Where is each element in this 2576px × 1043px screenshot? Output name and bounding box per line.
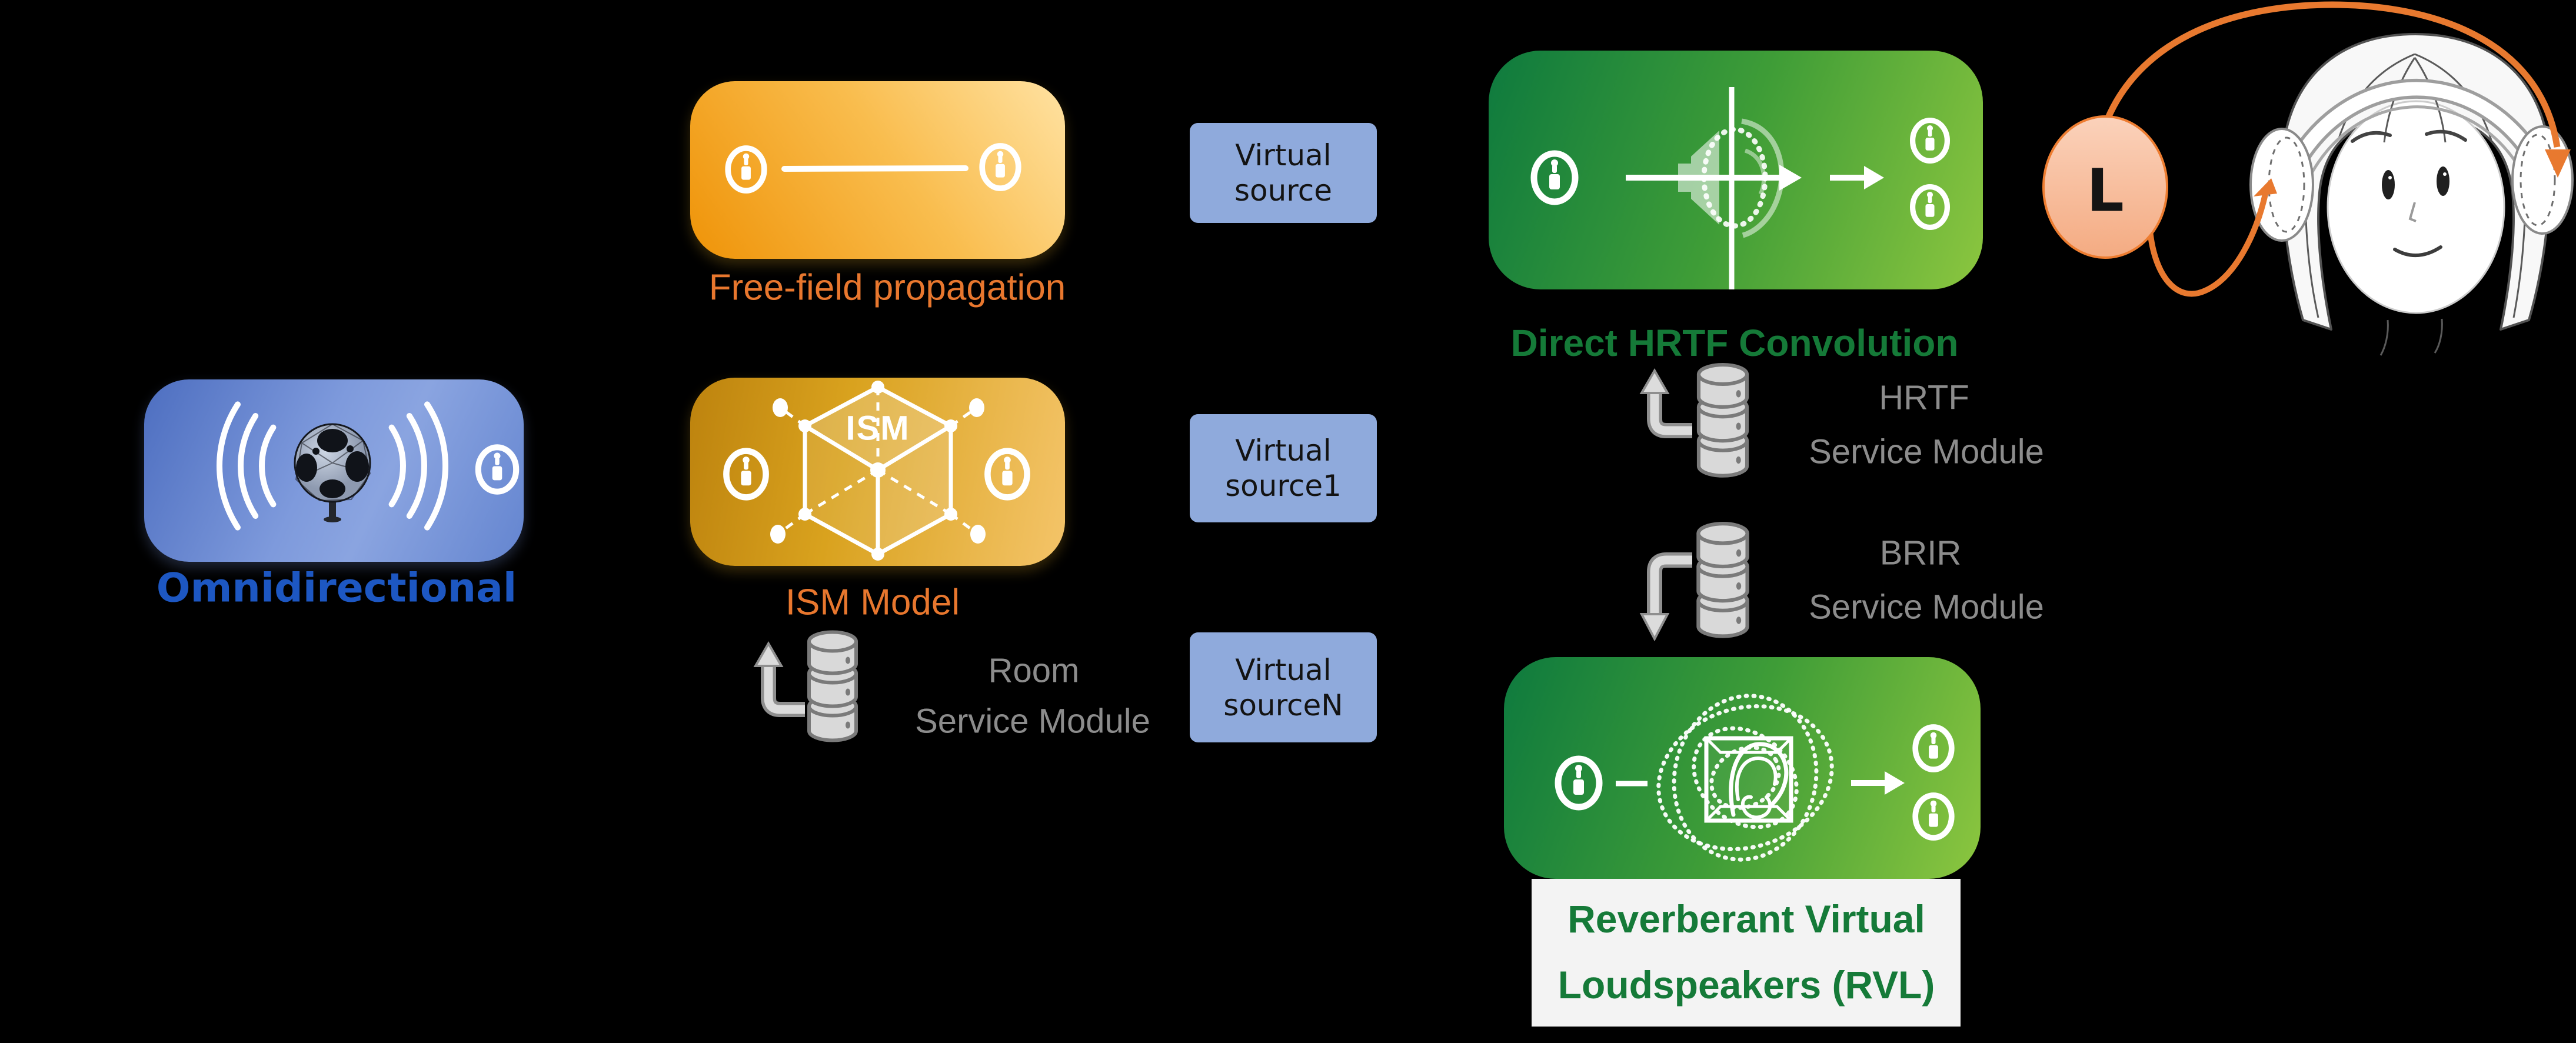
brir-service-label-line1: BRIR (1879, 534, 1962, 572)
hair-strands (2304, 53, 2527, 356)
up-arrow-icon (1639, 368, 1670, 394)
audio-jack-icon (1913, 121, 1948, 161)
rvl-label-line2: Loudspeakers (RVL) (1557, 963, 1935, 1007)
free-field-graphics (690, 81, 1065, 259)
virtual-source1-box: Virtual source1 (1190, 414, 1377, 522)
audio-jack-icon (982, 146, 1019, 188)
rvl-graphics (1504, 694, 1981, 862)
omnidirectional-label: Omnidirectional (156, 565, 517, 612)
audio-jack-icon (728, 148, 764, 191)
free-field-propagation-label: Free-field propagation (708, 267, 1066, 308)
headphones-earcup-right-icon (2511, 125, 2574, 235)
binaural-output-arrow-icon (1830, 166, 1884, 189)
database-icon (809, 632, 856, 741)
face-features (2351, 129, 2467, 257)
up-arrow-icon (753, 641, 784, 667)
audio-jack-icon (1558, 759, 1599, 807)
room-cube-icon (770, 381, 986, 561)
omnidirectional-source-box (144, 379, 524, 562)
hrtf-service-label-line1: HRTF (1879, 378, 1969, 417)
reverberant-virtual-loudspeakers-box (1504, 657, 1981, 879)
hair (2280, 33, 2552, 331)
down-arrow-icon (1639, 613, 1670, 642)
direct-hrtf-convolution-box (1489, 51, 1983, 289)
direct-hrtf-convolution-label: Direct HRTF Convolution (1510, 322, 1959, 364)
omnidirectional-graphics (217, 401, 524, 531)
ism-model-box (690, 378, 1065, 566)
direct-hrtf-graphics (1489, 87, 1983, 289)
virtual-source-line2: source (1234, 174, 1333, 208)
virtual-source-line1: Virtual (1235, 138, 1332, 172)
spherical-microphone-icon (294, 423, 371, 522)
direct-path-line (781, 165, 969, 172)
virtual-source-line2: sourceN (1223, 688, 1343, 722)
free-field-propagation-box (690, 81, 1065, 259)
listener-sketch (2249, 33, 2574, 356)
right-channel-arc-arrow-icon (2104, 1, 2571, 178)
virtual-source-box: Virtual source (1190, 123, 1377, 223)
sound-waves-right-icon (388, 401, 448, 531)
ism-model-label: ISM Model (785, 582, 960, 623)
virtual-sourceN-box: Virtual sourceN (1190, 632, 1377, 742)
room-service-label-line2: Service Module (915, 702, 1150, 741)
room-service-module-icon (753, 632, 856, 741)
rvl-label-line1: Reverberant Virtual (1567, 897, 1925, 941)
audio-jack-icon (726, 451, 766, 498)
binaural-output-arrow-icon (1851, 771, 1905, 795)
sound-waves-left-icon (217, 401, 277, 531)
rvl-label-panel (1532, 879, 1961, 1027)
database-icon (1699, 365, 1747, 476)
brir-service-label-line2: Service Module (1809, 588, 2044, 627)
audio-jack-icon (1534, 154, 1575, 202)
audio-jack-icon (1913, 187, 1948, 228)
database-icon (1698, 524, 1747, 636)
reverberant-room-ear-icon (1656, 694, 1834, 862)
headphones-earcup-left-icon (2249, 128, 2314, 242)
audio-jack-icon (478, 447, 516, 491)
face (2327, 100, 2505, 314)
left-channel-badge-label: L (2086, 156, 2124, 225)
room-service-label-line1: Room (988, 651, 1080, 690)
ism-graphics (690, 381, 1065, 561)
audio-jack-icon (1915, 795, 1952, 838)
virtual-source-line2: source1 (1225, 469, 1342, 503)
virtual-source-line1: Virtual (1235, 434, 1332, 468)
virtual-source-line1: Virtual (1235, 652, 1332, 687)
left-channel-wire-arrow-icon (2147, 178, 2277, 297)
audio-jack-icon (987, 451, 1027, 498)
ism-badge: ISM (846, 409, 910, 448)
audio-jack-icon (1915, 727, 1952, 769)
hrtf-convolution-icon (1626, 87, 1802, 289)
headphones-band-icon (2272, 78, 2554, 205)
hrtf-service-module-icon (1639, 365, 1747, 476)
hrtf-service-label-line2: Service Module (1809, 432, 2044, 471)
brir-service-module-icon (1639, 524, 1748, 642)
